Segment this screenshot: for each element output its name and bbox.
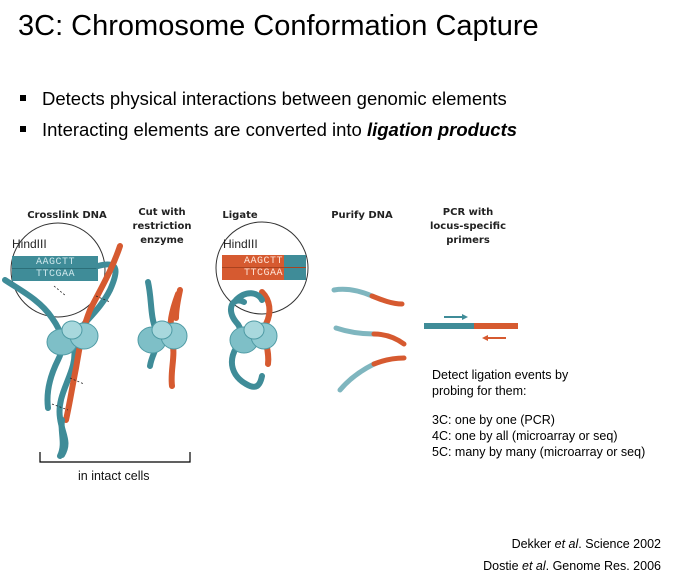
protein-blob — [243, 320, 265, 340]
reference-dostie: Dostie et al. Genome Res. 2006 — [483, 559, 661, 573]
protein-blob — [151, 320, 173, 340]
method-item: 4C: one by all (microarray or seq) — [432, 429, 618, 443]
pcr-product-teal — [424, 323, 474, 329]
intact-cells-bracket — [39, 452, 191, 463]
slide-title: 3C: Chromosome Conformation Capture — [18, 10, 539, 42]
bullet-text-plain: Interacting elements are converted into — [42, 119, 367, 140]
bracket-caption: in intact cells — [78, 469, 150, 483]
ref-etal: et al — [554, 537, 579, 551]
protein-blob — [61, 320, 83, 340]
purified-fragment — [369, 293, 405, 307]
step-label-pcr: PCR with locus-specific primers — [429, 207, 507, 246]
sequence-bottom-ligate: TTCGAA — [244, 268, 284, 279]
method-list: 3C: one by one (PCR) 4C: one by all (mic… — [432, 412, 645, 460]
sequence-top-ligate: AAGCTT — [244, 256, 284, 267]
purified-fragment — [371, 355, 407, 367]
detect-heading-line: Detect ligation events by — [432, 368, 569, 382]
purified-fragment — [331, 286, 375, 299]
primer-forward-arrow-icon — [462, 314, 468, 320]
ref-rest: . Genome Res. 2006 — [545, 559, 661, 573]
reference-dekker: Dekker et al. Science 2002 — [512, 537, 661, 551]
bullet-text: Interacting elements are converted into … — [42, 119, 517, 141]
sequence-bottom-crosslink: TTCGAA — [36, 269, 76, 280]
purified-fragment — [333, 325, 377, 337]
ref-author: Dostie — [483, 559, 522, 573]
dna-strand-teal — [57, 417, 66, 459]
dna-strand-teal — [233, 290, 265, 303]
detect-heading-line: probing for them: — [432, 384, 527, 398]
ref-etal: et al — [522, 559, 546, 573]
bullet-text: Detects physical interactions between ge… — [42, 88, 507, 109]
pcr-product-orange — [474, 323, 518, 329]
primer-reverse-arrow-icon — [482, 335, 488, 341]
purified-fragment — [337, 361, 377, 393]
step-label-cut: Cut with restriction enzyme — [132, 207, 192, 246]
purified-fragment — [371, 331, 407, 347]
step-label-crosslink: Crosslink DNA — [27, 210, 107, 221]
method-item: 3C: one by one (PCR) — [432, 413, 555, 427]
dna-strand-orange — [173, 287, 183, 321]
bullet-square-icon — [20, 95, 26, 101]
step-label-purify: Purify DNA — [331, 210, 393, 221]
bullet-text-emphasis: ligation products — [366, 119, 518, 140]
ref-rest: . Science 2002 — [578, 537, 661, 551]
detect-heading: Detect ligation events by probing for th… — [432, 367, 568, 399]
step-label-ligate: Ligate — [222, 210, 258, 221]
ref-author: Dekker — [511, 537, 555, 551]
method-item: 5C: many by many (microarray or seq) — [432, 445, 646, 459]
bullet-square-icon — [20, 126, 26, 132]
enzyme-label-ligate: HindIII — [223, 237, 258, 251]
sequence-top-crosslink: AAGCTT — [36, 257, 76, 268]
enzyme-label-crosslink: HindIII — [12, 237, 47, 251]
